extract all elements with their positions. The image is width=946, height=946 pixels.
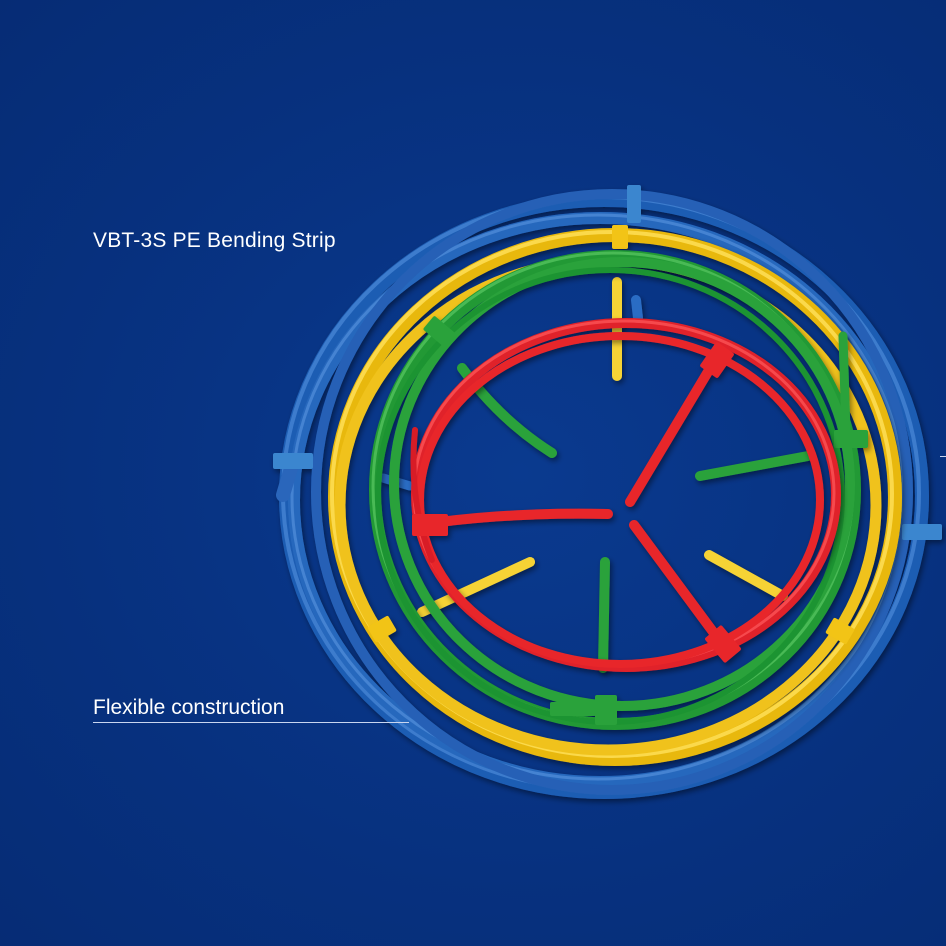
product-title: VBT-3S PE Bending Strip	[93, 229, 336, 252]
caption-leader-line	[93, 722, 409, 723]
blue-strip-coil	[273, 185, 942, 799]
red-strip-coil	[410, 318, 841, 672]
edge-leader-tick	[940, 456, 946, 457]
green-strip-coil	[369, 250, 868, 730]
feature-caption: Flexible construction	[93, 696, 285, 719]
